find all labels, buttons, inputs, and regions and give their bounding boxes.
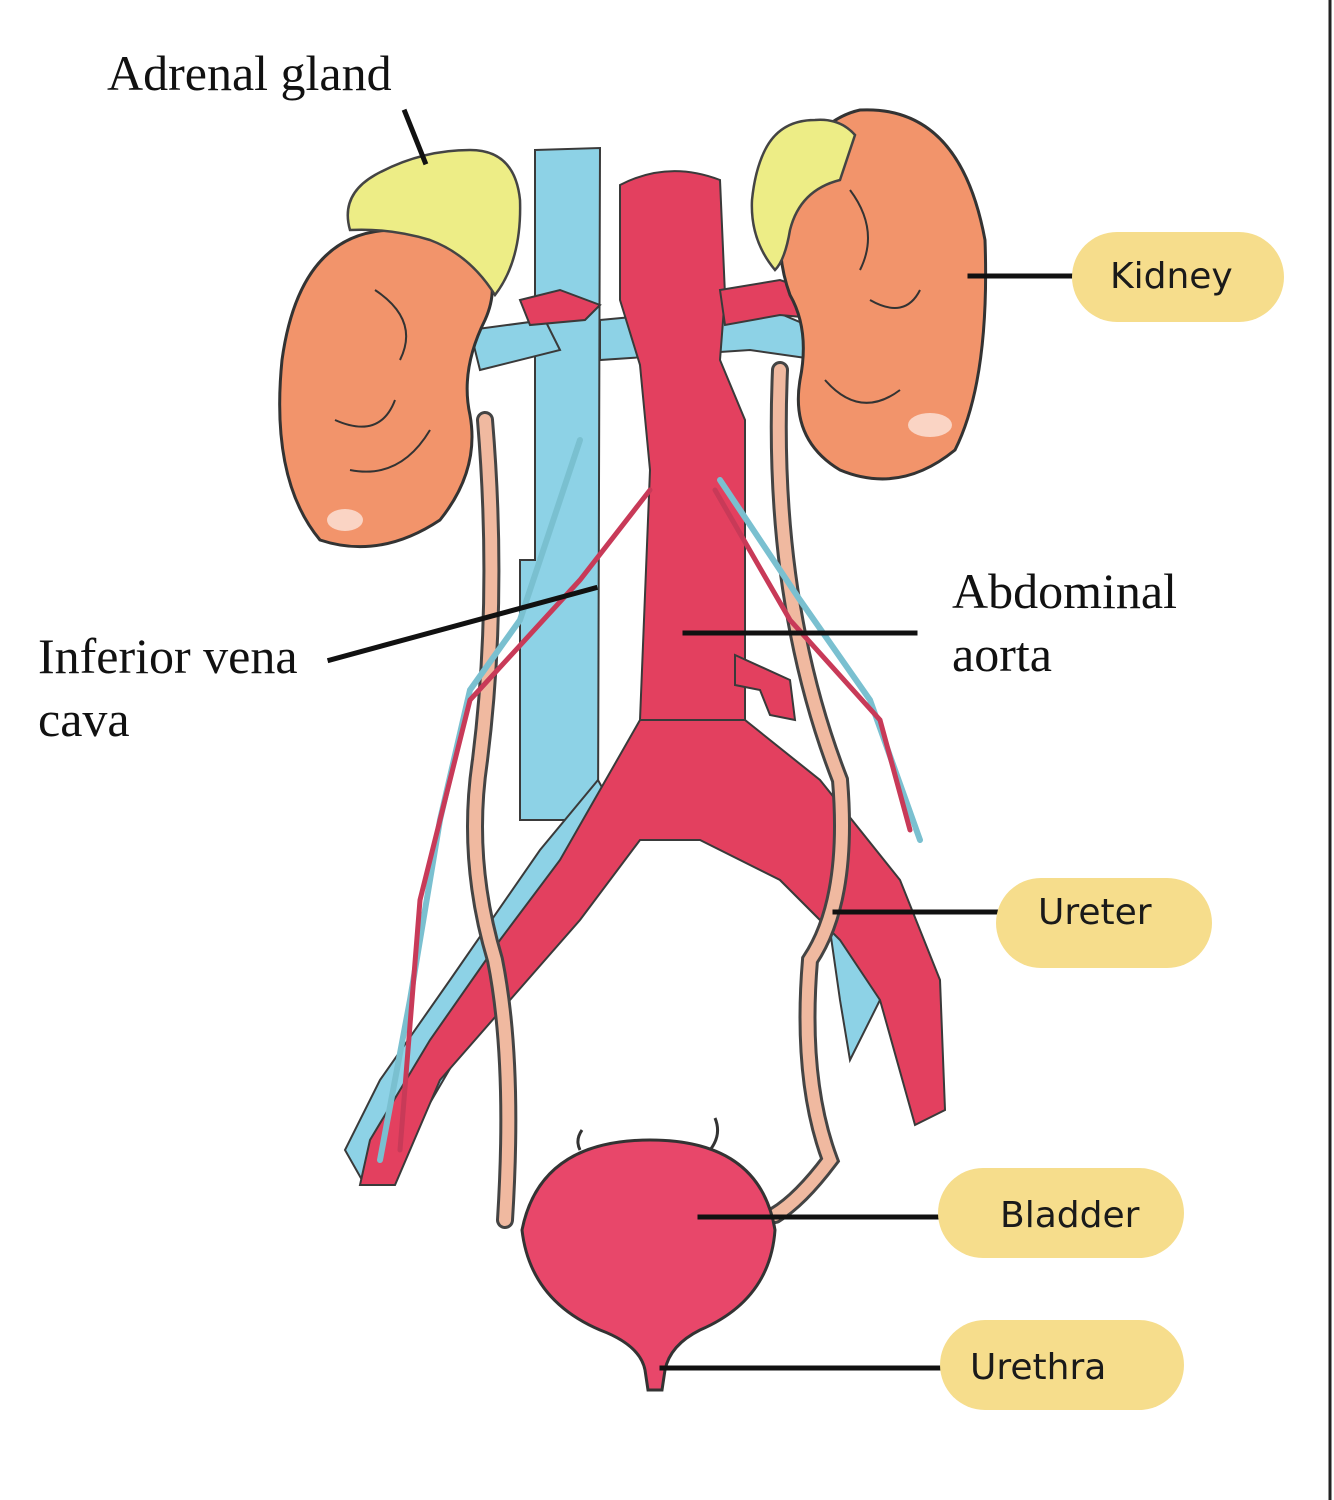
right-kidney-shape bbox=[778, 108, 988, 481]
label-kidney: Kidney bbox=[1110, 256, 1233, 297]
pill-bladder bbox=[938, 1168, 1184, 1258]
pill-ureter bbox=[996, 878, 1212, 968]
label-abdominal-aorta-line1: Abdominal bbox=[952, 563, 1177, 619]
label-abdominal-aorta-line2: aorta bbox=[952, 626, 1052, 682]
adrenal-gland-shapes bbox=[346, 118, 857, 298]
label-inferior-vena-cava-line2: cava bbox=[38, 691, 130, 747]
pill-urethra bbox=[940, 1320, 1184, 1410]
small-vessels bbox=[377, 437, 923, 1163]
bladder-shape bbox=[520, 1117, 777, 1392]
label-urethra: Urethra bbox=[970, 1347, 1107, 1388]
left-kidney-shape bbox=[278, 227, 494, 549]
label-adrenal-gland: Adrenal gland bbox=[107, 45, 392, 101]
label-inferior-vena-cava-line1: Inferior vena bbox=[38, 628, 298, 684]
pill-kidney bbox=[1072, 232, 1284, 322]
label-bladder: Bladder bbox=[1000, 1195, 1140, 1236]
label-ureter: Ureter bbox=[1038, 892, 1152, 933]
